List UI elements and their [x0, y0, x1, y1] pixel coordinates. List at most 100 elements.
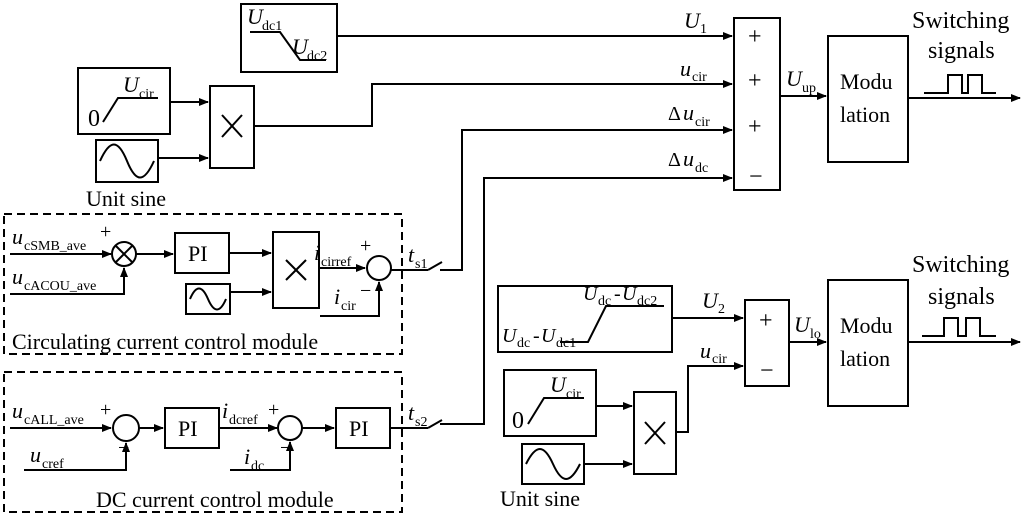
lower-ucir-ramp-block: 0 U cir — [503, 369, 597, 437]
delta-udc-prefix: Δ — [668, 149, 681, 171]
dc-pi-block-1: PI — [164, 407, 220, 449]
circ-iref-label: i — [314, 240, 320, 265]
lower-ucir-sub: cir — [712, 352, 727, 367]
upper-summer: + + + − — [733, 17, 781, 191]
lower-profile-right-sub1: dc — [598, 294, 611, 309]
u2-sub: 2 — [718, 302, 725, 317]
upper-modulation-block: Modu lation — [827, 35, 909, 163]
delta-udc-label: u — [683, 146, 694, 171]
summer-sign-1: + — [748, 24, 762, 50]
dc-sum1-minus: − — [118, 437, 129, 459]
dc-sum2-plus: + — [268, 399, 279, 421]
upper-switching-line2: signals — [928, 38, 995, 64]
dc-module-title: DC current control module — [96, 487, 334, 512]
lower-summer-sign-2: − — [760, 358, 774, 384]
dc-ifb-label: i — [244, 444, 250, 469]
lower-profile-left-sub1: dc — [517, 336, 530, 351]
ts2-label: t — [408, 400, 415, 425]
delta-ucir-prefix: Δ — [668, 103, 681, 125]
lower-mod-line1: Modu — [840, 313, 893, 338]
circ-sum-junction-2 — [366, 255, 392, 281]
udc1-label: U — [247, 4, 265, 29]
circ-module-title: Circulating current control module — [12, 329, 318, 354]
upper-unit-sine-label: Unit sine — [86, 186, 166, 211]
lower-profile-left-u1: U — [502, 325, 518, 347]
circ-ifb-label: i — [334, 284, 340, 309]
lower-switching-line2: signals — [928, 284, 995, 310]
circ-in2-label: u — [12, 264, 23, 289]
upper-multiplier — [209, 85, 255, 169]
lower-profile-right-u1: U — [583, 283, 599, 305]
lower-profile-right-dash: - — [614, 283, 621, 305]
u1-sub: 1 — [700, 22, 707, 37]
dc-in1-label: u — [12, 398, 23, 423]
udc2-sub: dc2 — [307, 49, 327, 64]
ucir-label: u — [680, 56, 691, 81]
delta-ucir-label: u — [683, 100, 694, 125]
ulo-sub: lo — [810, 327, 821, 342]
dc-pi2-label: PI — [349, 416, 369, 441]
dc-sum2-minus: − — [280, 437, 291, 459]
lower-ramp-label: U — [550, 372, 568, 397]
dc-iref-label: i — [222, 398, 228, 423]
lower-unit-sine-label: Unit sine — [500, 486, 580, 511]
lower-ramp-zero: 0 — [512, 408, 524, 434]
ts1-sub: s1 — [415, 257, 427, 272]
circ-sum1-plus: + — [100, 221, 111, 243]
uup-sub: up — [802, 81, 816, 96]
udc-profile-block: U dc1 U dc2 — [240, 3, 338, 73]
ramp-ucir-label: U — [123, 72, 141, 97]
circ-iref-sub: cirref — [321, 255, 352, 270]
dc-pi-block-2: PI — [335, 407, 391, 449]
ramp-ucir-sub: cir — [139, 87, 154, 102]
lower-switching-line1: Switching — [912, 252, 1009, 278]
ts1-label: t — [408, 242, 415, 267]
circ-sum2-minus: − — [360, 280, 371, 302]
dc-pi1-label: PI — [178, 416, 198, 441]
udc1-sub: dc1 — [262, 19, 282, 34]
dc-ifb-sub: dc — [251, 459, 264, 474]
ramp-zero: 0 — [88, 106, 100, 132]
lower-multiplier — [633, 391, 677, 475]
ts2-sub: s2 — [415, 415, 427, 430]
dc-module-frame — [3, 371, 403, 513]
lower-mod-line2: lation — [840, 346, 890, 371]
lower-profile-left-u2: U — [541, 325, 557, 347]
circ-pi-block: PI — [174, 232, 230, 274]
delta-udc-sub: dc — [695, 161, 708, 176]
circ-small-sine-block — [185, 283, 231, 315]
summer-sign-4: − — [749, 164, 763, 190]
upper-mod-line2: lation — [840, 102, 890, 127]
circ-sum2-plus: + — [360, 235, 371, 257]
circ-switch-ts1 — [391, 261, 443, 271]
dc-switch-ts2 — [390, 419, 443, 429]
delta-ucir-sub: cir — [695, 115, 710, 130]
lower-profile-block: U dc - U dc2 U dc - U dc1 — [497, 283, 673, 353]
ulo-label: U — [794, 312, 812, 337]
circ-multiplier — [272, 231, 320, 309]
u1-label: U — [684, 8, 702, 33]
uup-label: U — [786, 66, 804, 91]
lower-profile-left-dash: - — [533, 325, 540, 347]
upper-unit-sine-block — [95, 139, 159, 183]
u2-label: U — [702, 288, 720, 313]
circ-in1-sub: cSMB_ave — [24, 239, 86, 254]
summer-sign-2: + — [748, 68, 762, 94]
lower-ramp-sub: cir — [566, 387, 581, 402]
lower-summer-sign-1: + — [759, 308, 773, 334]
circ-ifb-sub: cir — [341, 299, 356, 314]
circ-sum-junction-1 — [111, 241, 137, 267]
circ-in2-sub: cACOU_ave — [24, 279, 96, 294]
upper-mod-line1: Modu — [840, 69, 893, 94]
dc-in2-label: u — [30, 442, 41, 467]
circulating-module-frame — [3, 213, 403, 355]
ucir-sub: cir — [692, 70, 707, 85]
lower-ucir-label: u — [700, 338, 711, 363]
lower-profile-right-u2: U — [622, 283, 638, 305]
circ-in1-label: u — [12, 224, 23, 249]
lower-profile-left-sub2: dc1 — [556, 336, 576, 351]
lower-unit-sine-block — [521, 443, 585, 485]
dc-sum1-plus: + — [100, 399, 111, 421]
lower-modulation-block: Modu lation — [827, 279, 909, 407]
